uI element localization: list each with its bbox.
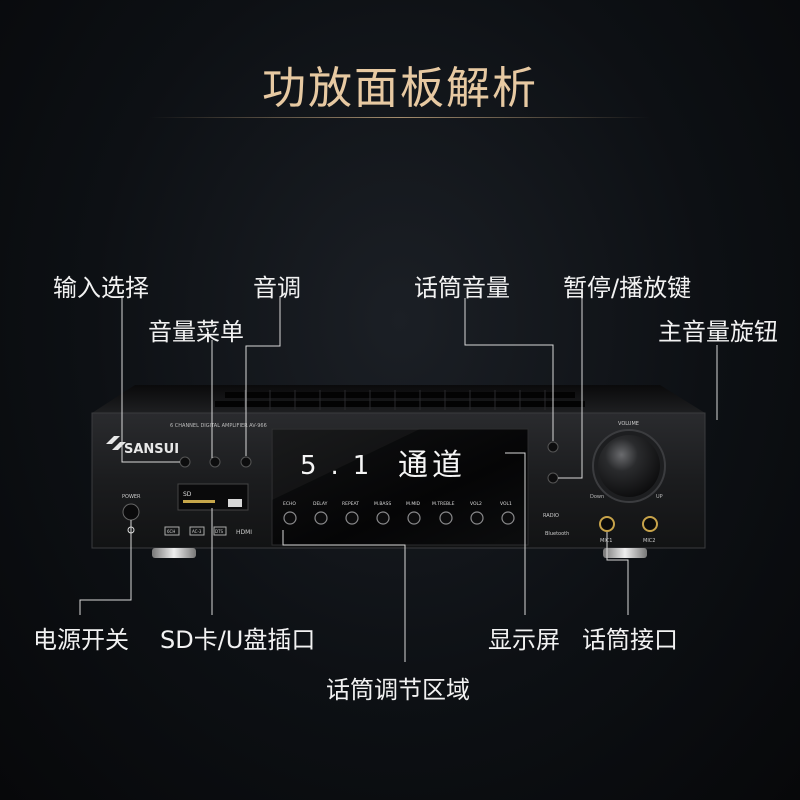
display-channel: 5.1 [300,451,383,481]
mic2-jack[interactable] [642,516,658,532]
display-text: 通道 [398,448,466,483]
mic-volume-button[interactable] [547,441,559,453]
label-tone: 音调 [253,274,301,302]
mic-knob-label-2: REPEAT [342,501,359,507]
display-screen [271,428,529,546]
page-title: 功放面板解析 [262,63,538,114]
badge-dts: DTS [215,529,224,534]
line-tone [245,296,281,456]
title-divider [150,117,650,118]
mic-knob-label-0: ECHO [283,501,296,507]
mic2-label: MIC2 [643,538,655,544]
mic-knob-treble[interactable] [439,511,453,525]
right-foot [603,548,647,558]
sd-usb-slot[interactable]: SD [177,483,249,511]
left-foot [152,548,196,558]
label-power-switch: 电源开关 [33,626,129,654]
mic-knob-repeat[interactable] [345,511,359,525]
label-volume-menu: 音量菜单 [148,318,244,346]
mic1-jack[interactable] [599,516,615,532]
mic-knob-vol2[interactable] [470,511,484,525]
mic-knob-vol1[interactable] [501,511,515,525]
mic-knob-label-1: DELAY [313,501,328,507]
badge-ac3-box [189,526,205,536]
line-pause-play [558,298,583,479]
line-mic-jack [606,532,629,615]
badge-6ch: 6CH [167,529,175,534]
mic-knob-echo[interactable] [283,511,297,525]
mic1-label: MIC1 [600,538,612,544]
mic-knob-label-6: VOL2 [470,501,482,507]
badge-6ch-box [164,526,180,536]
mic-knob-label-5: M.TREBLE [432,501,455,507]
callout-lines [79,296,718,662]
line-display [505,452,526,615]
display-glare [272,429,420,500]
radio-label: RADIO [543,513,559,519]
input-select-button[interactable] [179,456,191,468]
label-mic-jack: 话筒接口 [582,626,678,654]
brand-text: SANSUI [124,442,179,457]
model-text: 6 CHANNEL DIGITAL AMPLIFIER AV-966 [170,423,267,429]
label-sd-usb: SD卡/U盘插口 [160,626,316,654]
power-button[interactable] [122,503,140,521]
master-volume-knob[interactable] [598,435,660,497]
knob-up-label: UP [656,494,663,500]
volume-menu-button[interactable] [209,456,221,468]
tone-button[interactable] [240,456,252,468]
mic-knob-label-7: VOL1 [500,501,512,507]
label-display: 显示屏 [488,626,560,654]
badge-ac3: AC-3 [192,529,202,534]
label-input-select: 输入选择 [53,274,149,302]
label-mic-volume: 话筒音量 [414,274,510,302]
volume-label: VOLUME [618,421,639,427]
label-master-knob: 主音量旋钮 [658,318,778,346]
mic-knob-label-4: M.MID [406,501,421,507]
knob-down-label: Down [590,494,604,500]
badge-hdmi: HDMI [236,529,252,536]
mic-knob-label-3: M.BASS [374,501,391,507]
brand-logo: SANSUI [106,436,179,457]
bluetooth-label: Bluetooth [545,531,569,537]
line-input-select [121,296,180,463]
label-pause-play: 暂停/播放键 [563,274,692,302]
top-cover [92,385,705,413]
mic-knob-mid[interactable] [407,511,421,525]
pause-play-button[interactable] [547,472,559,484]
badge-dts-box [213,526,227,536]
power-label: POWER [122,494,141,500]
mic-knob-delay[interactable] [314,511,328,525]
mic-knob-bass[interactable] [376,511,390,525]
line-mic-volume [464,298,554,441]
label-mic-adjust: 话筒调节区域 [326,676,470,704]
sd-label: SD [183,491,192,498]
line-mic-adjust [282,530,406,662]
line-power [79,520,132,615]
